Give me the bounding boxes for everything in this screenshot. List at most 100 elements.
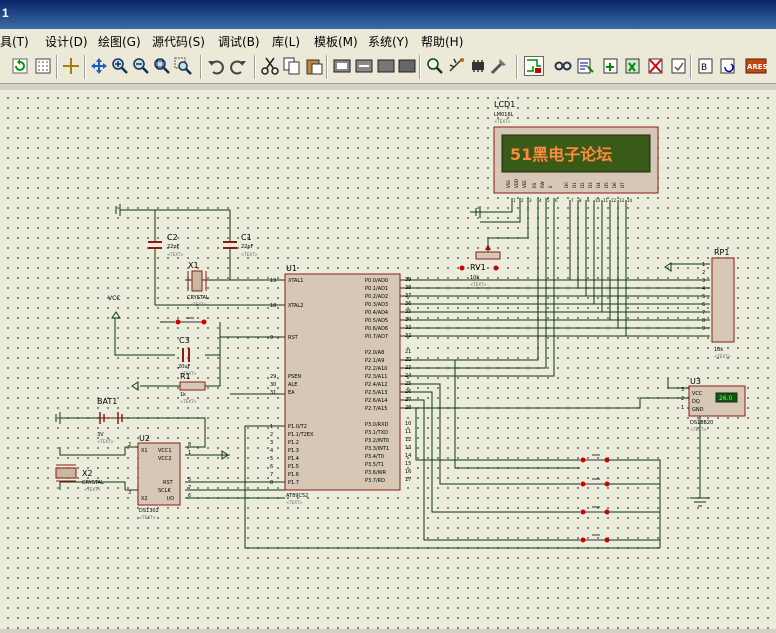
mcu-right-pin-number: 14 — [405, 453, 411, 459]
remove-sheet-icon[interactable] — [623, 56, 643, 76]
menu-library[interactable]: 库(L) — [272, 35, 301, 49]
ares-icon[interactable]: ARES — [744, 56, 768, 76]
capacitor-c3[interactable]: C3 20uF <TEXT> — [178, 336, 197, 376]
exit-to-parent-icon[interactable] — [646, 56, 666, 76]
zoom-in-icon[interactable] — [110, 56, 130, 76]
menu-debug[interactable]: 调试(B) — [218, 35, 260, 49]
wire-autoroute-icon[interactable] — [524, 56, 544, 76]
pick-device-icon[interactable] — [425, 56, 445, 76]
rp1-pin-number: 1 — [702, 262, 705, 268]
rp1-pin-number: 3 — [702, 278, 705, 284]
zoom-out-icon[interactable] — [131, 56, 151, 76]
mcu-right-pin-number: 24 — [405, 373, 411, 379]
mcu-right-pin-name: P0.1/AD1 — [365, 286, 388, 292]
mcu-right-pin-name: P0.3/AD3 — [365, 302, 388, 308]
lcd-pin-label: D4 — [596, 182, 601, 188]
redo-icon[interactable] — [228, 56, 248, 76]
mcu-right-pin-number: 35 — [405, 309, 411, 315]
cut-icon[interactable] — [260, 56, 280, 76]
make-device-icon[interactable] — [447, 56, 467, 76]
mcu-right-pin-number: 21 — [405, 349, 411, 355]
rp1-pin-number: 4 — [702, 286, 705, 292]
menu-bar: 具(T) 设计(D) 绘图(G) 源代码(S) 调试(B) 库(L) 模板(M)… — [0, 29, 776, 52]
block-rotate-icon[interactable] — [376, 56, 396, 76]
mcu-left-pin-number: 31 — [270, 390, 276, 396]
crystal-x1[interactable]: X1 CRYSTAL <TEXT> — [187, 261, 209, 307]
mcu-left-pin-name: XTAL1 — [288, 278, 303, 284]
capacitor-c1[interactable]: C1 22pF <TEXT> — [223, 233, 258, 257]
key-switches[interactable] — [580, 454, 610, 543]
crystal-x2[interactable]: X2 CRYSTAL <TEXT> — [55, 464, 104, 492]
temperature-reading: 26.0 — [719, 395, 733, 402]
mcu-right-pin-name: P3.1/TXD — [365, 430, 388, 436]
mcu-right-pin-number: 39 — [405, 277, 411, 283]
mcu-right-pin-name: P2.1/A9 — [365, 358, 384, 364]
menu-design[interactable]: 设计(D) — [45, 35, 88, 49]
key-switch-2 — [580, 478, 610, 487]
toolbar-separator — [56, 55, 58, 79]
svg-text:6: 6 — [188, 493, 191, 499]
decompose-icon[interactable] — [489, 56, 509, 76]
battery-bat1[interactable]: BAT1 3V <TEXT> — [97, 397, 123, 444]
bill-of-materials-icon[interactable] — [669, 56, 689, 76]
toolbar-separator — [84, 55, 86, 79]
grid-icon[interactable] — [33, 56, 53, 76]
menu-source[interactable]: 源代码(S) — [152, 35, 205, 49]
zoom-area-icon[interactable] — [173, 56, 193, 76]
resistor-r1[interactable]: R1 1k <TEXT> — [179, 372, 206, 404]
undo-icon[interactable] — [206, 56, 226, 76]
menu-graph[interactable]: 绘图(G) — [98, 35, 141, 49]
packaging-tool-icon[interactable] — [468, 56, 488, 76]
svg-text:VCC2: VCC2 — [158, 456, 172, 462]
mcu-right-pin-number: 26 — [405, 389, 411, 395]
lcd-pin-label: D0 — [564, 182, 569, 188]
lcd-pin-label: RS — [532, 182, 537, 188]
capacitor-c2[interactable]: C2 22pF <TEXT> — [148, 233, 184, 257]
svg-text:C3: C3 — [179, 336, 190, 345]
new-sheet-icon[interactable] — [601, 56, 621, 76]
mcu-right-pin-name: P3.0/RXD — [365, 422, 389, 428]
mcu-left-pin-number: 7 — [270, 472, 273, 478]
block-delete-icon[interactable] — [397, 56, 417, 76]
menu-tools[interactable]: 具(T) — [0, 35, 29, 49]
mcu-right-pin-name: P0.7/AD7 — [365, 334, 388, 340]
netlist-to-ares-icon[interactable] — [718, 56, 738, 76]
search-icon[interactable] — [553, 56, 573, 76]
svg-text:SCLK: SCLK — [158, 488, 171, 494]
svg-text:RST: RST — [163, 480, 174, 486]
potentiometer-rv1[interactable]: RV1 10k <TEXT> — [459, 244, 501, 287]
origin-icon[interactable] — [61, 56, 81, 76]
pan-icon[interactable] — [89, 56, 109, 76]
menu-template[interactable]: 模板(M) — [314, 35, 358, 49]
svg-text:<TEXT>: <TEXT> — [84, 487, 101, 492]
menu-system[interactable]: 系统(Y) — [368, 35, 409, 49]
temp-sensor-u3[interactable]: U3 VCC DQ GND 3 2 1 26.0 DS18B20 <TEXT> — [681, 377, 746, 432]
block-copy-icon[interactable] — [332, 56, 352, 76]
lcd-pin-number: 8 — [579, 198, 582, 203]
key-switch-1 — [580, 454, 610, 463]
rp1-pin-number: 2 — [702, 270, 705, 276]
rtc-u2[interactable]: U2 X1 X2 2 3 VCC1 VCC2 RST SCLK I/O 8 1 … — [128, 434, 191, 520]
rp1-pin-number: 8 — [702, 318, 705, 324]
svg-text:2: 2 — [128, 442, 131, 448]
lcd-pins: VSS1VDD2VEE3RS4RW5E6D07D18D29D310D411D51… — [506, 179, 633, 203]
property-assign-icon[interactable] — [575, 56, 595, 76]
copy-icon[interactable] — [282, 56, 302, 76]
lcd-display[interactable]: LCD1 LM016L <TEXT> 51黑电子论坛 VSS1VDD2VEE3R… — [493, 100, 659, 203]
paste-icon[interactable] — [304, 56, 324, 76]
mcu-left-pin-number: 2 — [270, 432, 273, 438]
zoom-all-icon[interactable] — [152, 56, 172, 76]
svg-text:1: 1 — [188, 450, 191, 456]
mcu-right-pin-name: P2.0/A8 — [365, 350, 384, 356]
svg-text:3V: 3V — [97, 432, 104, 438]
refresh-icon[interactable] — [10, 56, 30, 76]
electrical-rule-check-icon[interactable]: B — [696, 56, 716, 76]
mcu-right-pin-name: P2.4/A12 — [365, 382, 387, 388]
menu-help[interactable]: 帮助(H) — [421, 35, 464, 49]
block-move-icon[interactable] — [354, 56, 374, 76]
reset-button[interactable] — [175, 317, 207, 325]
